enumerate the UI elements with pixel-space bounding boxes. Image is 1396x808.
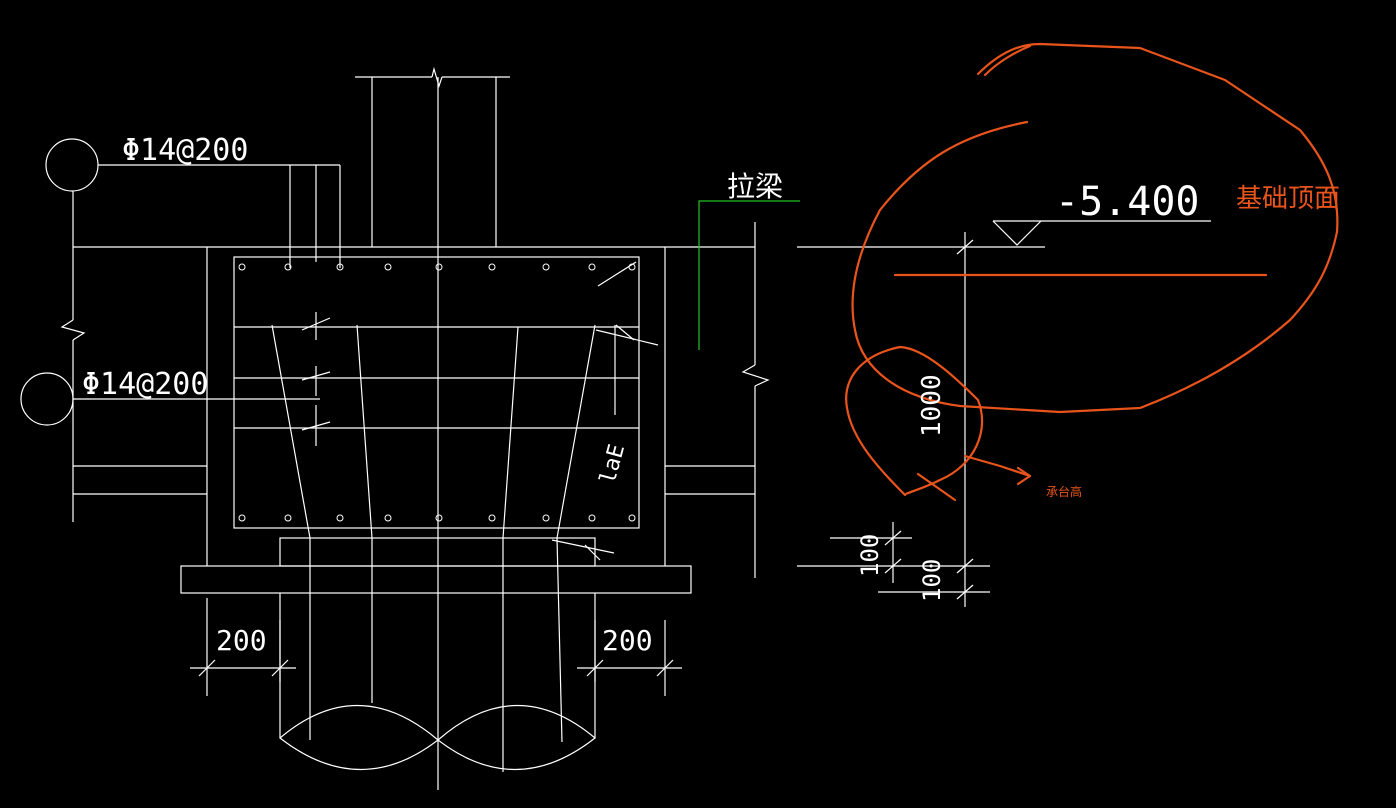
right-dimensions: [797, 232, 990, 607]
markup-arrow: [963, 454, 1032, 478]
foundation-top-note: 基础顶面: [1236, 184, 1340, 214]
tie-beam-label: 拉梁: [727, 170, 783, 203]
cushion-layer: [180, 565, 692, 594]
markup-ellipse-small: [845, 345, 984, 502]
axis-bubble-mid: [20, 372, 74, 426]
rebar-label-mid: Φ14@200: [82, 367, 208, 402]
rebar-dots-top: [238, 263, 636, 271]
dim-200-right: [577, 620, 682, 696]
rebar-label-top: Φ14@200: [122, 133, 248, 168]
axis-bubble-top: [45, 138, 99, 192]
axis-bubbles: [20, 138, 341, 426]
pile-cap: [180, 247, 692, 772]
tie-beam-leader: [698, 200, 800, 350]
cap-height-note: 承台高: [1046, 484, 1082, 499]
dim-200-left: [190, 598, 296, 696]
rebar-dots-bottom: [238, 514, 636, 522]
tie-beam: [698, 200, 800, 578]
dim-right-label: 200: [602, 624, 653, 657]
elevation-marker: [992, 220, 1211, 246]
column-stub: [355, 66, 510, 790]
red-markup: [845, 42, 1339, 502]
dim-height-label: 1000: [917, 374, 947, 437]
dim-100-label-b: 100: [918, 559, 946, 602]
anchorage-label: laE: [596, 442, 630, 487]
cap-reinforcement-cage: [233, 256, 640, 529]
dim-left-label: 200: [216, 624, 267, 657]
left-slab: [60, 191, 1045, 522]
markup-ellipse-large: [851, 42, 1339, 414]
dim-100-label-a: 100: [856, 534, 884, 577]
elevation-label: -5.400: [1055, 179, 1200, 225]
